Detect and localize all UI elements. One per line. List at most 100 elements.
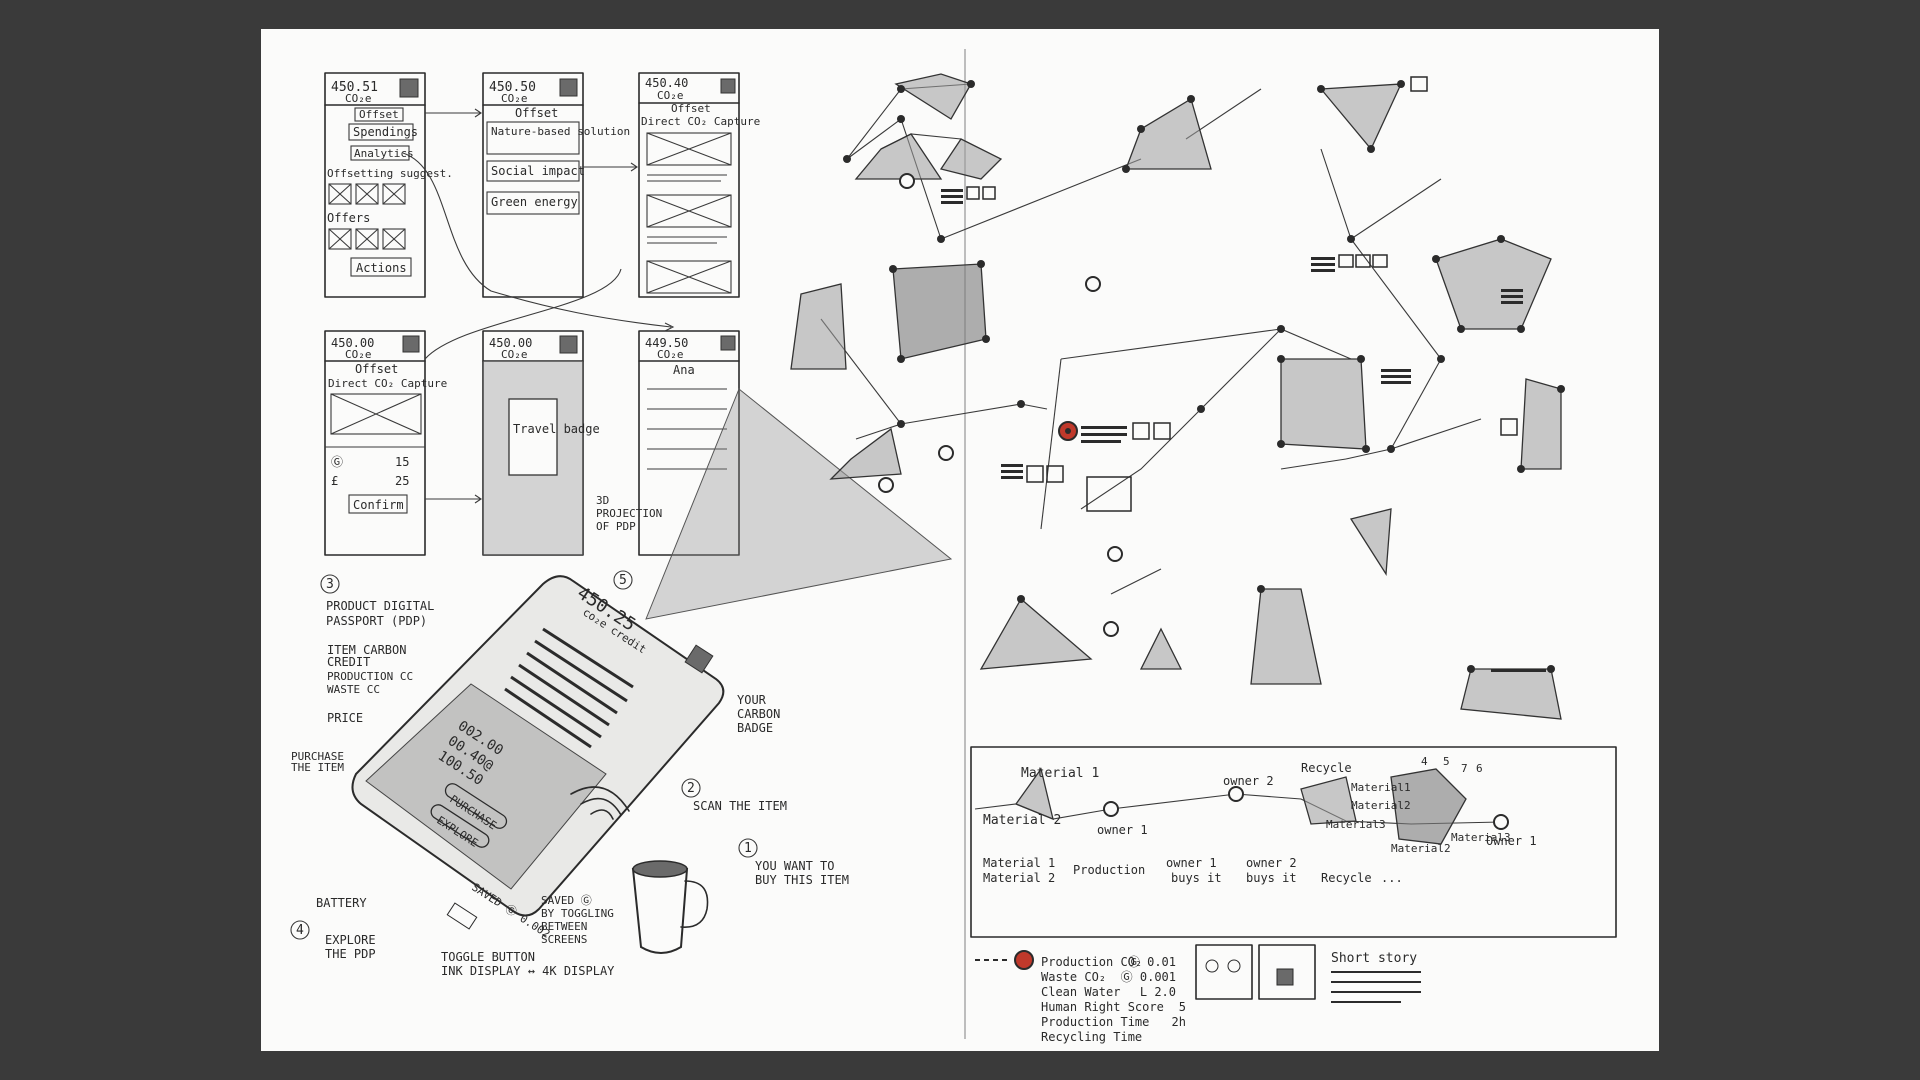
step-4-marker: 4 (296, 923, 304, 938)
step-5-marker: 5 (619, 573, 627, 588)
label-saved-2: BY TOGGLING (541, 907, 614, 920)
wireframe-screen-5: 450.00 CO₂e Travel badge (483, 331, 600, 555)
lc-owner-2: owner 2 (1223, 774, 1274, 788)
lc-material-1: Material 1 (1021, 766, 1099, 781)
screen3-subtitle: Direct CO₂ Capture (641, 115, 760, 128)
screen3-title: Offset (671, 102, 711, 115)
screen2-green: Green energy (491, 195, 578, 209)
wireframe-screen-3: 450.40 CO₂e Offset Direct CO₂ Capture (639, 73, 760, 297)
detail-value: Ⓖ 0.01 (1128, 955, 1176, 969)
label-carbon-3: PRODUCTION CC (327, 670, 413, 683)
screen6-unit: CO₂e (657, 348, 684, 361)
label-carbon-2: CREDIT (327, 655, 370, 669)
screen5-badge: Travel badge (513, 422, 600, 436)
step-3-marker: 3 (326, 577, 334, 592)
screen2-nature: Nature-based solution (491, 125, 630, 138)
screen1-spendings: Spendings (353, 125, 418, 139)
label-battery: BATTERY (316, 896, 367, 910)
step-1-marker: 1 (744, 841, 752, 856)
detail-label: Waste CO₂ (1041, 970, 1106, 984)
label-explore-1: EXPLORE (325, 933, 376, 947)
lc-flow-buys-2: buys it (1246, 871, 1297, 885)
detail-label: Clean Water (1041, 985, 1120, 999)
detail-label: Human Right Score (1041, 1000, 1164, 1014)
lc-owner-1b: Owner 1 (1486, 834, 1537, 848)
lc-flow-material-1: Material 1 (983, 856, 1055, 870)
label-saved-4: SCREENS (541, 933, 587, 946)
label-purchase-2: THE ITEM (291, 761, 344, 774)
screen1-unit: CO₂e (345, 92, 372, 105)
screen1-offsetting: Offsetting suggest. (327, 167, 453, 180)
label-badge-3: BADGE (737, 721, 773, 735)
label-pdp-2: PASSPORT (PDP) (326, 614, 427, 628)
lc-n5: 5 (1443, 755, 1450, 768)
screen4-row2-symbol: £ (331, 474, 338, 488)
label-carbon-4: WASTE CC (327, 683, 380, 696)
screen2-title: Offset (515, 106, 558, 120)
coffee-mug (633, 861, 708, 953)
label-projection-3: OF PDP (596, 520, 636, 533)
lifecycle-panel: Material 1 Material 2 owner 1 owner 2 Re… (971, 747, 1616, 937)
screen3-unit: CO₂e (657, 89, 684, 102)
label-saved-3: BETWEEN (541, 920, 587, 933)
lc-flow-recycle: Recycle (1321, 871, 1372, 885)
lc-n4: 4 (1421, 755, 1428, 768)
detail-value: Ⓖ 0.001 (1121, 970, 1176, 984)
short-story-title: Short story (1331, 951, 1417, 966)
sketch-canvas: 450.51 CO₂e Offset Spendings Analytics O… (261, 29, 1659, 1051)
lc-material-2: Material 2 (983, 813, 1061, 828)
screen4-row2: 25 (395, 474, 409, 488)
screen6-title: Ana (673, 363, 695, 377)
screen4-subtitle: Direct CO₂ Capture (328, 377, 447, 390)
label-toggle-2: INK DISPLAY ↔ 4K DISPLAY (441, 964, 615, 978)
screen2-social: Social impact (491, 164, 585, 178)
label-pdp-1: PRODUCT DIGITAL (326, 599, 434, 613)
label-projection-1: 3D (596, 494, 609, 507)
label-badge-2: CARBON (737, 707, 780, 721)
label-projection-2: PROJECTION (596, 507, 662, 520)
label-explore-2: THE PDP (325, 947, 376, 961)
supply-network-graph (791, 74, 1565, 719)
screen1-offset: Offset (359, 108, 399, 121)
lc-flow-dots: ... (1381, 871, 1403, 885)
label-saved-1: SAVED Ⓖ (541, 894, 592, 907)
lc-flow-owner-2: owner 2 (1246, 856, 1297, 870)
detail-value: 5 (1179, 1000, 1186, 1014)
lc-flow-production: Production (1073, 863, 1145, 877)
screen2-unit: CO₂e (501, 92, 528, 105)
label-want-1: YOU WANT TO (755, 859, 834, 873)
screen1-offers: Offers (327, 211, 370, 225)
lc-flow-material-2: Material 2 (983, 871, 1055, 885)
label-toggle-1: TOGGLE BUTTON (441, 950, 535, 964)
screen1-actions: Actions (356, 261, 407, 275)
lc-owner-1: owner 1 (1097, 823, 1148, 837)
screen4-confirm: Confirm (353, 498, 404, 512)
lc-flow-owner-1: owner 1 (1166, 856, 1217, 870)
wireframe-screen-4: 450.00 CO₂e Offset Direct CO₂ Capture Ⓖ … (325, 331, 447, 555)
screen3-value: 450.40 (645, 76, 688, 90)
detail-value: L 2.0 (1140, 985, 1176, 999)
step-2-marker: 2 (687, 781, 695, 796)
details-panel: Production CO₂Ⓖ 0.01Waste CO₂Ⓖ 0.001Clea… (975, 945, 1421, 1044)
detail-label: Production Time (1041, 1015, 1149, 1029)
lc-n7: 7 (1461, 762, 1468, 775)
lc-recycle: Recycle (1301, 761, 1352, 775)
lc-n6: 6 (1476, 762, 1483, 775)
screen4-row1: 15 (395, 455, 409, 469)
wireframe-screen-2: 450.50 CO₂e Offset Nature-based solution… (483, 73, 630, 297)
screen4-row1-symbol: Ⓖ (331, 455, 343, 469)
lc-material-2b: Material2 (1351, 799, 1411, 812)
sketchbook-page: 450.51 CO₂e Offset Spendings Analytics O… (261, 29, 1659, 1051)
lc-flow-buys-1: buys it (1171, 871, 1222, 885)
lc-material-1b: Material1 (1351, 781, 1411, 794)
screen4-title: Offset (355, 362, 398, 376)
detail-value: 2h (1172, 1015, 1186, 1029)
lc-material-3: Material3 (1326, 818, 1386, 831)
screen5-unit: CO₂e (501, 348, 528, 361)
label-scan: SCAN THE ITEM (693, 799, 787, 813)
label-want-2: BUY THIS ITEM (755, 873, 849, 887)
lc-material-2c: Material2 (1391, 842, 1451, 855)
label-price: PRICE (327, 711, 363, 725)
detail-label: Recycling Time (1041, 1030, 1142, 1044)
label-badge-1: YOUR (737, 693, 767, 707)
